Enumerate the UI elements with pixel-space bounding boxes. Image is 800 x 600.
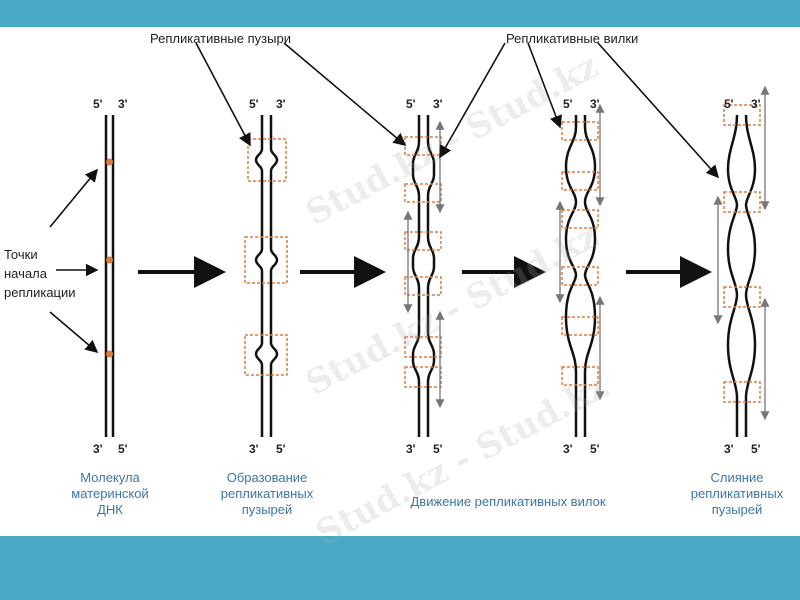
origins-callout-label: Точки начала репликации bbox=[4, 245, 76, 302]
caption-line: пузырей bbox=[241, 502, 293, 517]
strand-end-label: 3' bbox=[276, 97, 286, 111]
origin-marker bbox=[106, 256, 113, 264]
caption-line: Слияние bbox=[710, 470, 764, 485]
caption-line: ДНК bbox=[97, 502, 123, 517]
strand-end-label: 3' bbox=[751, 97, 761, 111]
origins-label-line: Точки bbox=[4, 247, 38, 262]
origin-marker bbox=[106, 350, 113, 358]
strand-end-label: 5' bbox=[724, 97, 734, 111]
strand-end-label: 5' bbox=[563, 97, 573, 111]
origin-marker bbox=[106, 158, 113, 166]
origins-label-line: репликации bbox=[4, 285, 76, 300]
callout-lines bbox=[195, 42, 720, 179]
strand-end-label: 5' bbox=[433, 442, 443, 456]
stage-bubbles-merging bbox=[713, 85, 770, 437]
strand-end-label: 5' bbox=[93, 97, 103, 111]
bubble-box bbox=[244, 334, 288, 376]
strand-end-label: 3' bbox=[93, 442, 103, 456]
stage-forks-continue bbox=[555, 103, 605, 437]
stage-forks-moving bbox=[403, 115, 445, 437]
strand-end-label: 5' bbox=[276, 442, 286, 456]
caption-line: репликативных bbox=[690, 486, 784, 501]
origins-label-line: начала bbox=[4, 266, 47, 281]
strand-end-label: 3' bbox=[406, 442, 416, 456]
strand-end-label: 5' bbox=[590, 442, 600, 456]
stage-parent-dna bbox=[49, 115, 115, 437]
strand-end-label: 3' bbox=[724, 442, 734, 456]
bubbles-callout-label: Репликативные пузыри bbox=[150, 31, 291, 46]
replication-diagram bbox=[49, 42, 770, 437]
strand-end-label: 3' bbox=[118, 97, 128, 111]
stage-bubbles-forming bbox=[244, 115, 288, 437]
caption-line: материнской bbox=[71, 486, 149, 501]
caption-parent-dna: Молекула материнской ДНК bbox=[55, 470, 165, 518]
strand-end-label: 5' bbox=[751, 442, 761, 456]
caption-forks-moving: Движение репликативных вилок bbox=[380, 494, 636, 510]
diagram-panel: Репликативные пузыри Репликативные вилки… bbox=[0, 27, 800, 536]
strand-end-label: 3' bbox=[433, 97, 443, 111]
caption-bubbles-merging: Слияние репликативных пузырей bbox=[680, 470, 794, 518]
strand-end-label: 5' bbox=[406, 97, 416, 111]
caption-line: репликативных bbox=[220, 486, 314, 501]
forks-callout-label: Репликативные вилки bbox=[506, 31, 639, 46]
caption-line: Образование bbox=[226, 470, 308, 485]
bubble-box bbox=[247, 138, 287, 182]
strand-end-label: 3' bbox=[249, 442, 259, 456]
origin-arrow bbox=[49, 311, 99, 354]
caption-line: Движение репликативных вилок bbox=[410, 494, 606, 509]
strand-end-label: 3' bbox=[590, 97, 600, 111]
origin-arrow bbox=[49, 168, 99, 228]
caption-line: Молекула bbox=[80, 470, 140, 485]
bubble-box bbox=[244, 236, 288, 284]
caption-bubbles-forming: Образование репликативных пузырей bbox=[207, 470, 327, 518]
strand-end-label: 3' bbox=[563, 442, 573, 456]
strand-end-label: 5' bbox=[118, 442, 128, 456]
caption-line: пузырей bbox=[711, 502, 763, 517]
strand-end-label: 5' bbox=[249, 97, 259, 111]
